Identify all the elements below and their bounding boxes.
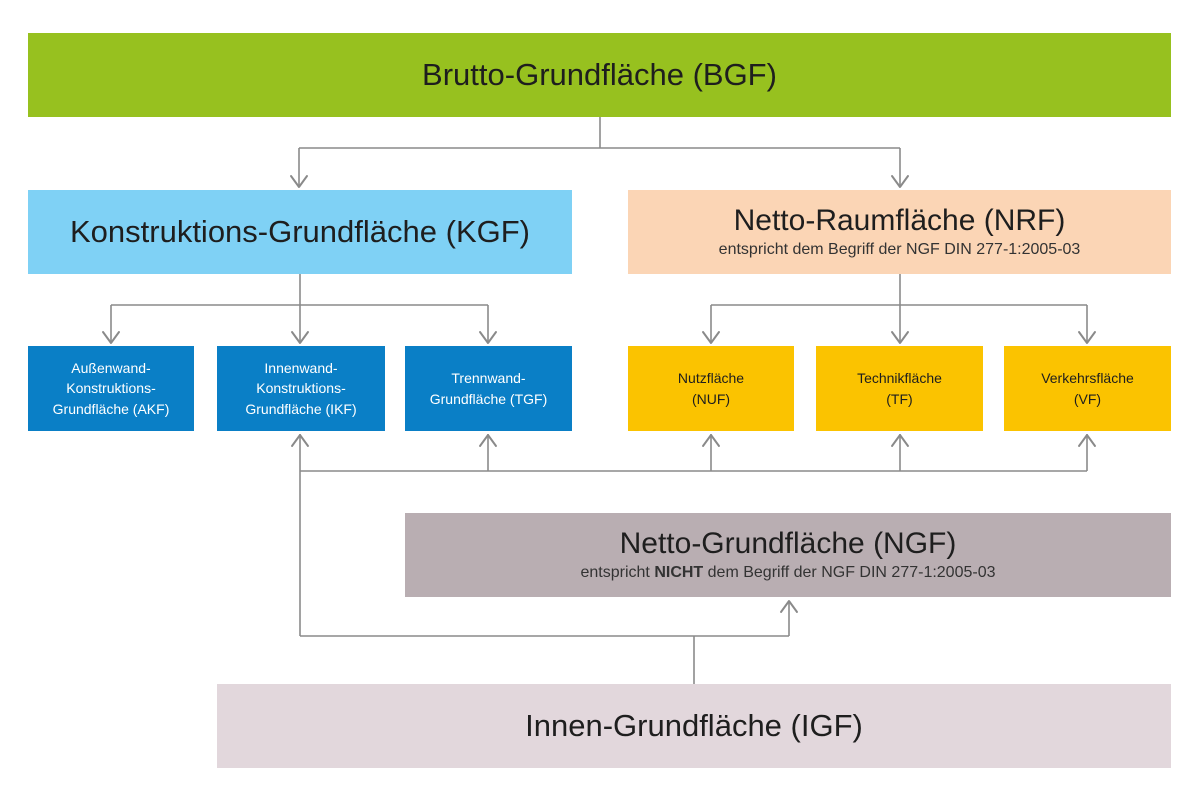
bgf-title: Brutto-Grundfläche (BGF) (422, 56, 777, 92)
ikf-label-line: Innenwand- (264, 360, 338, 377)
ikf-label-line: Konstruktions- (256, 380, 346, 397)
tgf-label-line: Trennwand- (451, 370, 526, 387)
arrow-to-kgf (290, 175, 308, 188)
ngf-subtitle: entspricht NICHT dem Begriff der NGF DIN… (580, 563, 995, 582)
vf-label-line: Verkehrsfläche (1041, 370, 1134, 387)
arrow-up-tgf (479, 434, 497, 447)
tf-label-line: (TF) (886, 390, 913, 407)
akf-label-line: Grundfläche (AKF) (52, 400, 170, 417)
ikf-label-line: Grundfläche (IKF) (245, 400, 357, 417)
arrow-to-tf (891, 331, 909, 344)
arrow-up-vf (1078, 434, 1096, 447)
kgf-box: Konstruktions-Grundfläche (KGF) (28, 190, 572, 274)
akf-label-line: Konstruktions- (66, 380, 156, 397)
nrf-title: Netto-Raumfläche (NRF) (733, 203, 1066, 237)
nuf-label-line: (NUF) (691, 390, 731, 407)
nrf-box: Netto-Raumfläche (NRF) entspricht dem Be… (628, 190, 1171, 274)
tf-label-line: Technikfläche (857, 370, 942, 387)
nuf-label-line: Nutzfläche (677, 370, 745, 387)
arrow-up-ngf (780, 600, 798, 613)
vf-label-line: (VF) (1073, 390, 1102, 407)
tf-box: Technikfläche (TF) (816, 346, 983, 431)
ngf-subtitle-after: dem Begriff der NGF DIN 277-1:2005-03 (707, 564, 996, 582)
akf-label-line: Außenwand- (71, 360, 151, 377)
vf-box: Verkehrsfläche (VF) (1004, 346, 1171, 431)
arrow-to-nuf (702, 331, 720, 344)
arrow-to-ikf (291, 331, 309, 344)
tgf-box: Trennwand- Grundfläche (TGF) (405, 346, 572, 431)
arrow-to-vf (1078, 331, 1096, 344)
akf-box: Außenwand- Konstruktions- Grundfläche (A… (28, 346, 194, 431)
igf-box: Innen-Grundfläche (IGF) (217, 684, 1171, 768)
ngf-subtitle-before: entspricht (580, 564, 650, 582)
arrow-to-tgf (479, 331, 497, 344)
ikf-box: Innenwand- Konstruktions- Grundfläche (I… (217, 346, 385, 431)
arrow-up-ikf (291, 434, 309, 447)
igf-title: Innen-Grundfläche (IGF) (525, 707, 863, 743)
nuf-box: Nutzfläche (NUF) (628, 346, 794, 431)
ngf-box: Netto-Grundfläche (NGF) entspricht NICHT… (405, 513, 1171, 597)
arrow-up-tf (891, 434, 909, 447)
kgf-title: Konstruktions-Grundfläche (KGF) (69, 213, 530, 249)
ngf-subtitle-emphasis: NICHT (654, 564, 704, 582)
arrow-to-akf (102, 331, 120, 344)
arrow-up-nuf (702, 434, 720, 447)
nrf-subtitle: entspricht dem Begriff der NGF DIN 277-1… (718, 241, 1081, 259)
tgf-label-line: Grundfläche (TGF) (429, 390, 548, 407)
ngf-title: Netto-Grundfläche (NGF) (619, 526, 957, 560)
arrow-to-nrf (891, 175, 909, 188)
bgf-box: Brutto-Grundfläche (BGF) (28, 33, 1171, 117)
